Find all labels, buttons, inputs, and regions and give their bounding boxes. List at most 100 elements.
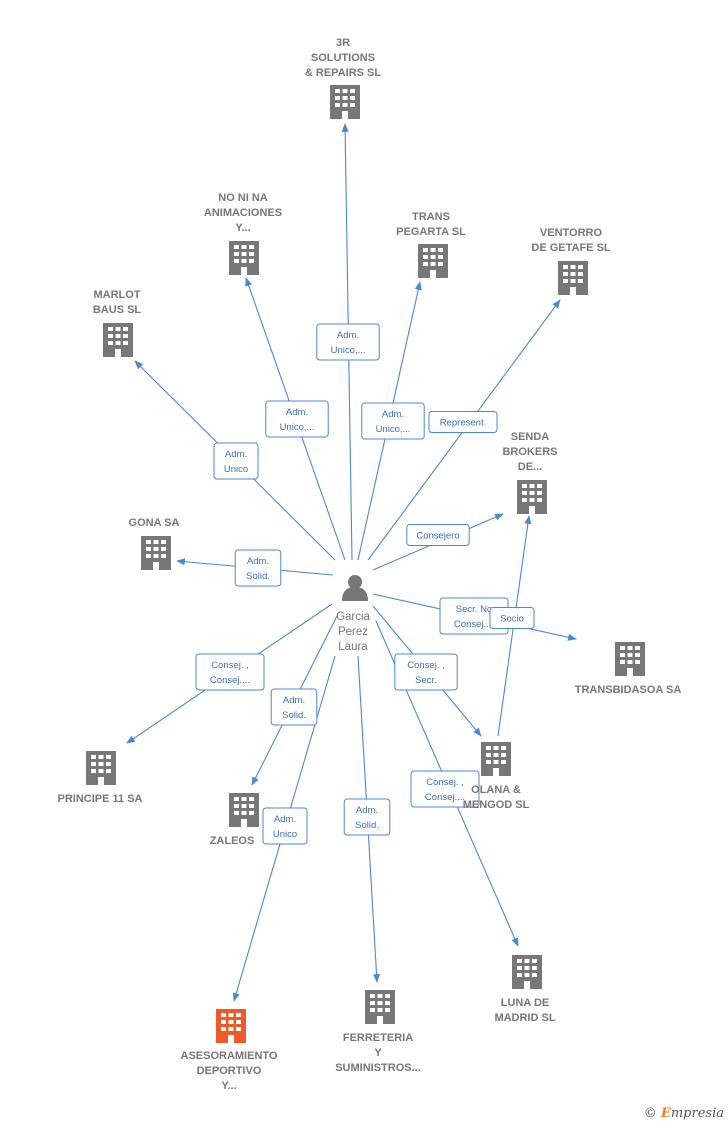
relation-text: Socio (500, 614, 524, 625)
relation-text: Secr. No (456, 604, 492, 615)
relation-text: Solid. (246, 571, 270, 582)
relation-label-asesoramiento[interactable]: Adm.Unico (262, 807, 308, 845)
relation-box (265, 400, 329, 438)
company-label: MARLOT (93, 289, 140, 301)
company-node-3r[interactable]: 3R SOLUTIONS & REPAIRS SL (305, 37, 381, 119)
relation-box (406, 524, 470, 546)
company-node-olana[interactable]: OLANA & MENGOD SL (463, 742, 530, 811)
building-icon (330, 85, 360, 119)
relation-text: Unico,... (280, 422, 315, 433)
relation-text: Solid. (355, 820, 379, 831)
relation-label-olana[interactable]: Consej. ,Secr. (394, 653, 458, 691)
company-label: BROKERS (502, 446, 557, 458)
relation-label-senda[interactable]: Consejero (406, 524, 470, 546)
relation-text: Consej. , (211, 660, 249, 671)
relation-text: Consej. , (407, 660, 445, 671)
relation-text: Adm. (286, 407, 308, 418)
company-node-ferreteria[interactable]: FERRETERIA Y SUMINISTROS... (335, 990, 421, 1074)
relation-box (361, 402, 425, 440)
relation-label-trans[interactable]: Adm.Unico,... (361, 402, 425, 440)
company-label: PRINCIPE 11 SA (58, 793, 143, 805)
company-node-marlot[interactable]: MARLOT BAUS SL (93, 289, 142, 357)
person-name-line-2: Perez (338, 626, 368, 638)
company-node-transbidasoa[interactable]: TRANSBIDASOA SA (575, 642, 682, 696)
building-icon (615, 642, 645, 676)
company-label: & REPAIRS SL (305, 67, 381, 79)
relation-text: Unico (224, 464, 248, 475)
company-label: MENGOD SL (463, 799, 530, 811)
company-node-noni[interactable]: NO NI NA ANIMACIONES Y... (204, 192, 282, 275)
company-label: MADRID SL (494, 1012, 555, 1024)
relation-box (394, 653, 458, 691)
company-label: 3R (336, 37, 350, 49)
company-node-asesoramiento[interactable]: ASESORAMIENTODEPORTIVOY... (181, 1009, 278, 1092)
building-icon (141, 536, 171, 570)
relation-label-ferreteria[interactable]: Adm. Solid. (343, 798, 391, 836)
company-label: DE... (518, 461, 542, 473)
relation-text: Adm. (247, 556, 269, 567)
building-icon (418, 244, 448, 278)
company-label: ZALEOS (210, 835, 255, 847)
relation-label-olana_senda[interactable]: Socio (489, 607, 535, 629)
company-node-principe[interactable]: PRINCIPE 11 SA (58, 751, 143, 805)
company-label: BAUS SL (93, 304, 142, 316)
relation-text: Unico,... (331, 345, 366, 356)
relation-label-gona[interactable]: Adm. Solid. (234, 549, 282, 587)
person-name-line-3: Laura (338, 641, 368, 653)
company-label: TRANSBIDASOA SA (575, 684, 682, 696)
relation-text: Adm. (382, 409, 404, 420)
relation-label-marlot[interactable]: Adm.Unico (213, 442, 259, 480)
relation-text: Consej.... (454, 619, 494, 630)
company-label: SUMINISTROS... (335, 1062, 421, 1074)
person-name-line-1: Garcia (336, 611, 370, 623)
company-label: SENDA (511, 431, 550, 443)
company-label: SOLUTIONS (311, 52, 375, 64)
company-label: NO NI NA (218, 192, 268, 204)
company-node-zaleos[interactable]: ZALEOS (210, 793, 259, 847)
company-label: PEGARTA SL (396, 226, 466, 238)
relation-box (489, 607, 535, 629)
empresia-logo[interactable]: © Empresia (644, 1106, 724, 1121)
building-icon (229, 241, 259, 275)
person-node[interactable]: Garcia Perez Laura (336, 575, 371, 653)
relation-box (234, 549, 282, 587)
relation-label-3r[interactable]: Adm.Unico,... (316, 323, 380, 361)
relation-box (410, 770, 480, 808)
building-icon (86, 751, 116, 785)
relation-text: Adm. (283, 695, 305, 706)
company-node-gona[interactable]: GONA SA (129, 517, 180, 570)
relation-text: Unico (273, 829, 297, 840)
company-label: VENTORRO (540, 227, 603, 239)
relation-text: Adm. (356, 805, 378, 816)
building-icon (229, 793, 259, 827)
relation-box (343, 798, 391, 836)
company-node-senda[interactable]: SENDA BROKERS DE... (502, 431, 558, 514)
copyright-symbol: © (643, 1106, 657, 1121)
company-label: FERRETERIA (343, 1032, 413, 1044)
relation-box (270, 688, 318, 726)
relation-label-zaleos[interactable]: Adm. Solid. (270, 688, 318, 726)
relation-text: Consejero (416, 531, 459, 542)
relation-text: Solid. (282, 710, 306, 721)
relation-label-principe[interactable]: Consej. , Consej.... (195, 653, 265, 691)
relation-label-ventorro[interactable]: Represent. (428, 411, 498, 433)
relation-text: Represent. (440, 418, 486, 429)
building-icon (481, 742, 511, 776)
building-icon (512, 955, 542, 989)
relation-text: Consej.... (210, 675, 250, 686)
company-label: Y... (235, 222, 250, 234)
building-icon (558, 261, 588, 295)
building-icon (103, 323, 133, 357)
relation-label-noni[interactable]: Adm. Unico,... (265, 400, 329, 438)
company-label: GONA SA (129, 517, 180, 529)
logo-text: mpresia (670, 1106, 724, 1121)
company-label: OLANA & (471, 784, 521, 796)
relation-box (316, 323, 380, 361)
company-label: Y (374, 1047, 382, 1059)
relation-label-luna[interactable]: Consej. ,Consej.... (410, 770, 480, 808)
company-label: ANIMACIONES (204, 207, 282, 219)
